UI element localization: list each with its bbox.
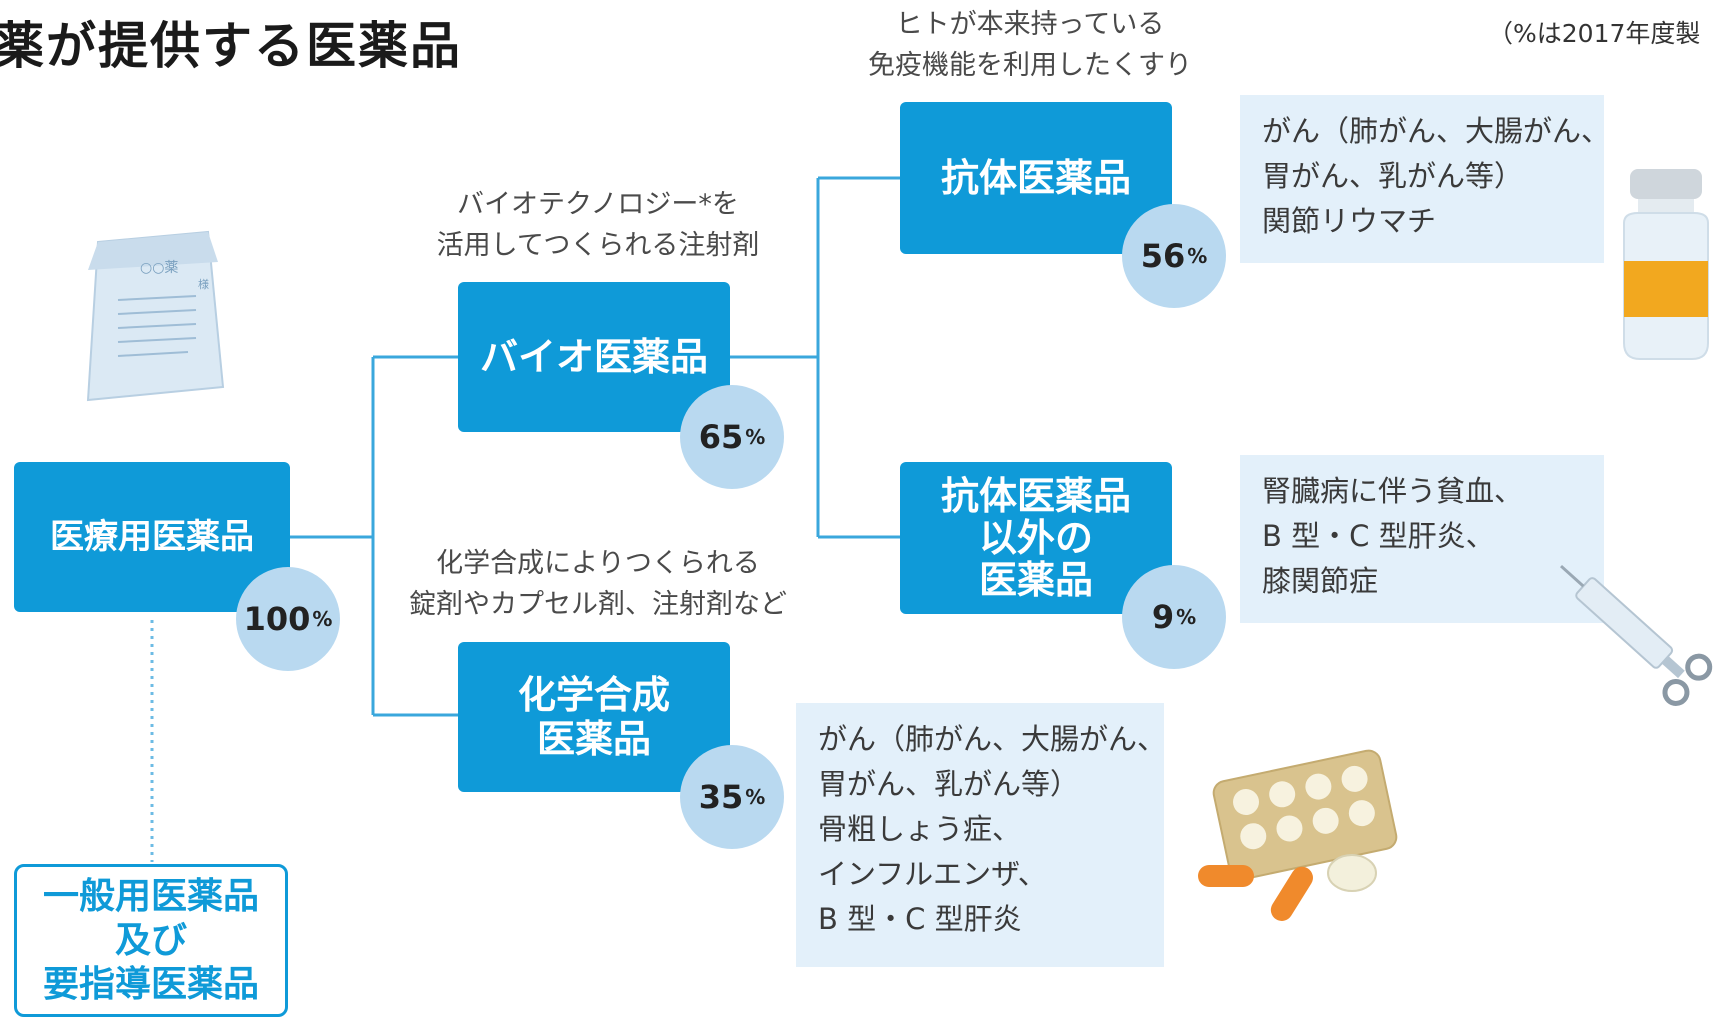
example-line: がん（肺がん、大腸がん、 — [1262, 114, 1611, 148]
percent-unit: % — [745, 425, 766, 449]
caption-line: ヒトが本来持っている — [895, 9, 1165, 40]
node-bio-drugs: バイオ医薬品 — [458, 282, 730, 432]
year-note: （%は2017年度製 — [1488, 19, 1701, 48]
percent-circle-chemical: 35% — [680, 745, 784, 849]
percent-unit: % — [1176, 605, 1197, 629]
example-line: 腎臓病に伴う貧血、 — [1262, 474, 1524, 508]
node-otc-label: 要指導医薬品 — [42, 963, 259, 1005]
caption-line: 免疫機能を利用したくすり — [868, 50, 1192, 81]
bag-label: ○○薬 — [140, 260, 178, 276]
node-antibody-drugs-label: 抗体医薬品 — [940, 156, 1131, 200]
examples-non-antibody: 腎臓病に伴う貧血、 B 型・C 型肝炎、 膝関節症 — [1240, 455, 1604, 623]
percent-value-antibody: 56 — [1140, 237, 1186, 275]
node-otc-label: 一般用医薬品 — [42, 875, 259, 917]
example-line: がん（肺がん、大腸がん、 — [818, 722, 1167, 756]
syringe-icon — [1560, 564, 1713, 706]
medicine-bag-icon: ○○薬 様 — [86, 230, 225, 402]
example-line: 胃がん、乳がん等） — [818, 767, 1080, 801]
bag-suffix: 様 — [198, 277, 209, 291]
percent-value-chemical: 35 — [698, 778, 744, 816]
node-otc-label: 及び — [114, 919, 187, 961]
percent-value-non-antibody: 9 — [1151, 598, 1175, 636]
example-line: 胃がん、乳がん等） — [1262, 159, 1524, 193]
node-prescription-drugs: 医療用医薬品 — [14, 462, 290, 612]
caption-line: 錠剤やカプセル剤、注射剤など — [409, 589, 787, 620]
example-line: 膝関節症 — [1262, 564, 1379, 598]
examples-antibody: がん（肺がん、大腸がん、 胃がん、乳がん等） 関節リウマチ — [1240, 95, 1611, 263]
caption-line: 活用してつくられる注射剤 — [436, 230, 760, 261]
node-otc-drugs: 一般用医薬品 及び 要指導医薬品 — [14, 864, 288, 1017]
node-prescription-drugs-label: 医療用医薬品 — [50, 517, 254, 557]
percent-circle-non-antibody: 9% — [1122, 565, 1226, 669]
caption-chemical: 化学合成によりつくられる 錠剤やカプセル剤、注射剤など — [380, 543, 816, 625]
example-line: インフルエンザ、 — [818, 857, 1047, 891]
percent-value-bio: 65 — [698, 418, 744, 456]
example-line: 関節リウマチ — [1262, 204, 1437, 238]
percent-unit: % — [1187, 244, 1208, 268]
example-line: B 型・C 型肝炎、 — [1262, 519, 1495, 553]
node-non-antibody-label: 以外の — [978, 516, 1093, 560]
node-chemical-drugs: 化学合成 医薬品 — [458, 642, 730, 792]
page-title: 薬が提供する医薬品 — [0, 17, 462, 75]
percent-unit: % — [312, 607, 333, 631]
percent-circle-antibody: 56% — [1122, 204, 1226, 308]
node-chemical-drugs-label: 医薬品 — [536, 717, 651, 761]
node-antibody-drugs: 抗体医薬品 — [900, 102, 1172, 254]
examples-chemical: がん（肺がん、大腸がん、 胃がん、乳がん等） 骨粗しょう症、 インフルエンザ、 … — [796, 703, 1167, 967]
node-non-antibody-drugs: 抗体医薬品 以外の 医薬品 — [900, 462, 1172, 614]
caption-bio: バイオテクノロジー*を 活用してつくられる注射剤 — [408, 184, 788, 266]
vial-icon — [1623, 169, 1709, 360]
node-bio-drugs-label: バイオ医薬品 — [479, 335, 708, 379]
pills-icon — [1198, 749, 1398, 921]
example-line: 骨粗しょう症、 — [818, 812, 1022, 846]
caption-line: バイオテクノロジー*を — [457, 189, 739, 220]
node-non-antibody-label: 医薬品 — [978, 558, 1093, 602]
caption-line: 化学合成によりつくられる — [436, 548, 760, 579]
caption-antibody: ヒトが本来持っている 免疫機能を利用したくすり — [840, 4, 1220, 86]
percent-circle-prescription: 100% — [236, 567, 340, 671]
percent-unit: % — [745, 785, 766, 809]
node-chemical-drugs-label: 化学合成 — [517, 673, 670, 717]
example-line: B 型・C 型肝炎 — [818, 902, 1022, 936]
percent-value-prescription: 100 — [243, 600, 311, 638]
percent-circle-bio: 65% — [680, 385, 784, 489]
node-non-antibody-label: 抗体医薬品 — [940, 474, 1131, 518]
